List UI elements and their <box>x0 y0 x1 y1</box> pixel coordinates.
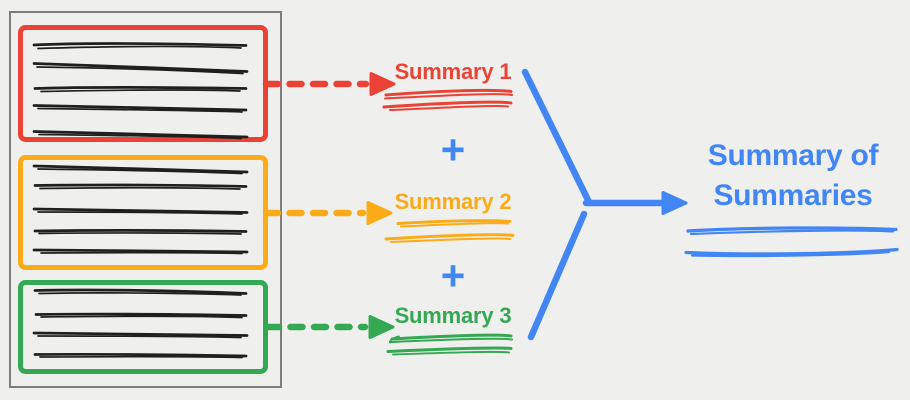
plus-operator-1: + <box>440 126 466 173</box>
merge-line-bottom <box>527 210 588 341</box>
doc-section-3-text-scribbles <box>32 288 249 359</box>
merge-line-top <box>521 68 593 206</box>
summary-2-scribbles <box>384 219 515 243</box>
arrow-head-orange-icon <box>366 201 393 225</box>
section-2-arrow <box>262 201 393 225</box>
summary-3-label: Summary 3 <box>394 303 512 328</box>
result-scribbles <box>684 226 899 258</box>
merge-arrow <box>521 68 688 341</box>
document-outline <box>9 11 282 388</box>
summary-3-scribbles <box>386 333 513 356</box>
doc-section-1-text-scribbles <box>32 42 249 140</box>
arrow-head-red-icon <box>369 72 396 96</box>
source-document <box>9 11 282 388</box>
result-title: Summary of Summaries <box>707 139 879 212</box>
summary-1-label: Summary 1 <box>394 59 512 84</box>
section-1-arrow <box>262 72 396 96</box>
section-3-arrow <box>263 315 395 339</box>
plus-operator-2: + <box>440 252 466 299</box>
summary-1-scribbles <box>382 88 513 111</box>
doc-section-3-box <box>18 280 268 374</box>
arrow-head-green-icon <box>368 315 395 339</box>
arrow-head-blue-icon <box>661 191 688 215</box>
summary-2-label: Summary 2 <box>394 189 512 214</box>
doc-section-2-text-scribbles <box>32 164 249 255</box>
